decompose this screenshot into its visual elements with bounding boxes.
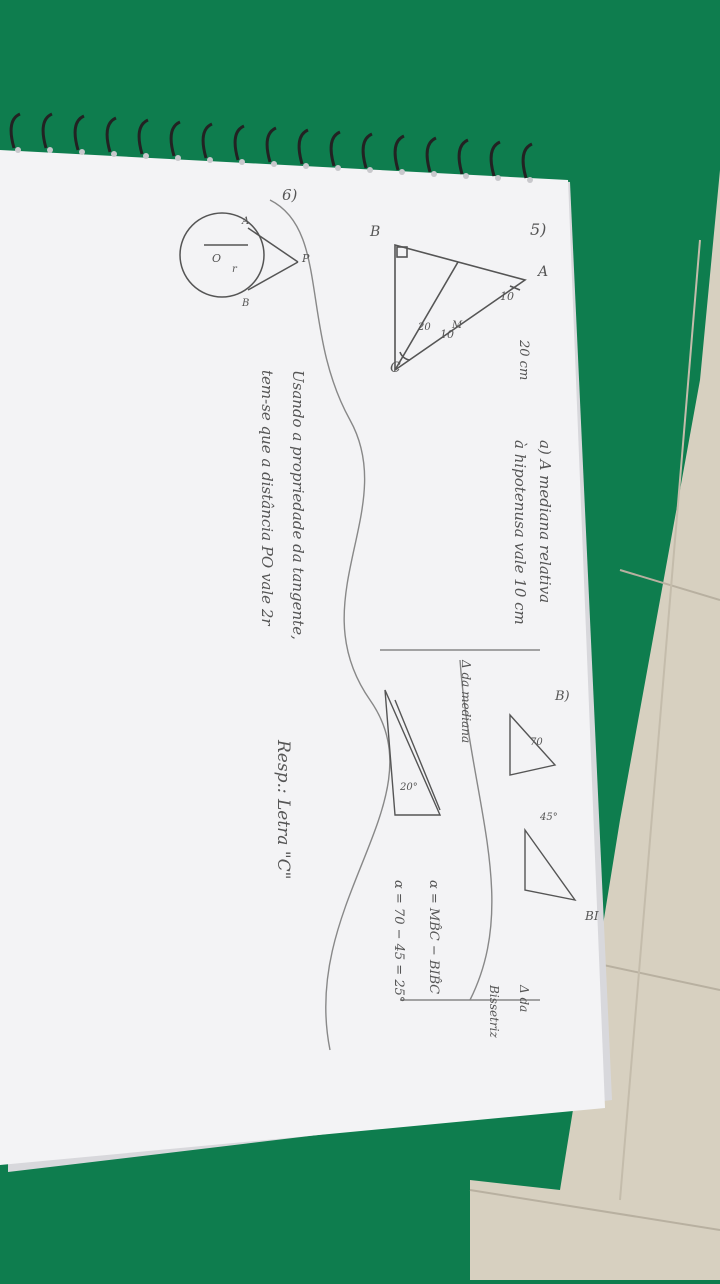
bis-note-2: Bissetriz — [487, 984, 501, 1038]
notebook-page — [0, 150, 605, 1165]
side-label-10a: 10 — [500, 290, 514, 303]
vertex-b-label: B — [369, 224, 380, 240]
point-a-label: A — [241, 216, 249, 227]
answer-text: Resp.: Letra "C" — [273, 739, 293, 880]
vertex-a-label: A — [536, 264, 548, 280]
part-a-text: a) A mediana relativa à hipotenusa vale … — [511, 440, 554, 625]
divider-lines — [269, 199, 540, 1051]
q5-label: 5) — [530, 220, 546, 239]
part-b-label: B) — [554, 689, 570, 704]
alpha-eq-1: α = MB̂C − BIB̂C — [426, 880, 442, 994]
median-note: Δ da mediana — [459, 659, 473, 743]
vertex-m-label: M — [451, 320, 463, 331]
hyp-label-20cm: 20 cm — [516, 339, 531, 380]
tile-seam — [619, 569, 720, 601]
q6-labels: 6) P O r A B Usando a propriedade da tan… — [212, 186, 310, 880]
q6-line2: tem-se que a distância PO vale 2r — [258, 370, 276, 626]
part-a-line2: à hipotenusa vale 10 cm — [511, 440, 529, 625]
angle-label-45: 45° — [539, 812, 558, 823]
spiral-holes — [15, 147, 533, 183]
bis-note-1: Δ da — [517, 984, 531, 1012]
bi-label: BI — [584, 909, 599, 923]
q6-circle-figure — [179, 212, 299, 298]
q6-line1: Usando a propriedade da tangente, — [289, 370, 307, 640]
tile-seam — [469, 1189, 720, 1231]
triangle-abc — [394, 243, 527, 372]
point-p-label: P — [301, 252, 310, 265]
vertex-c-label: C — [390, 360, 401, 376]
radius-r-label: r — [232, 264, 238, 275]
angle-label-70: 70 — [530, 737, 543, 748]
point-o-label: O — [212, 252, 221, 265]
tile-seam — [619, 239, 701, 1201]
part-b-labels: B) BI Δ da Bissetriz Δ da mediana α = MB… — [391, 659, 599, 1038]
alpha-eq-2: α = 70 − 45 = 25° — [391, 880, 406, 1002]
part-b-sketches — [384, 689, 577, 902]
point-b-label: B — [241, 298, 249, 309]
q6-label: 6) — [282, 186, 298, 204]
angle-label-20: 20 — [417, 322, 431, 333]
angle-label-20c: 20° — [399, 782, 418, 793]
floor-area — [470, 170, 720, 1280]
spiral-binding — [9, 112, 533, 179]
triangle-abc-labels: 5) B A C M 10 10 20 cm 20 — [369, 220, 548, 380]
part-a-line1: a) A mediana relativa — [536, 440, 554, 603]
side-label-10b: 10 — [440, 328, 454, 341]
